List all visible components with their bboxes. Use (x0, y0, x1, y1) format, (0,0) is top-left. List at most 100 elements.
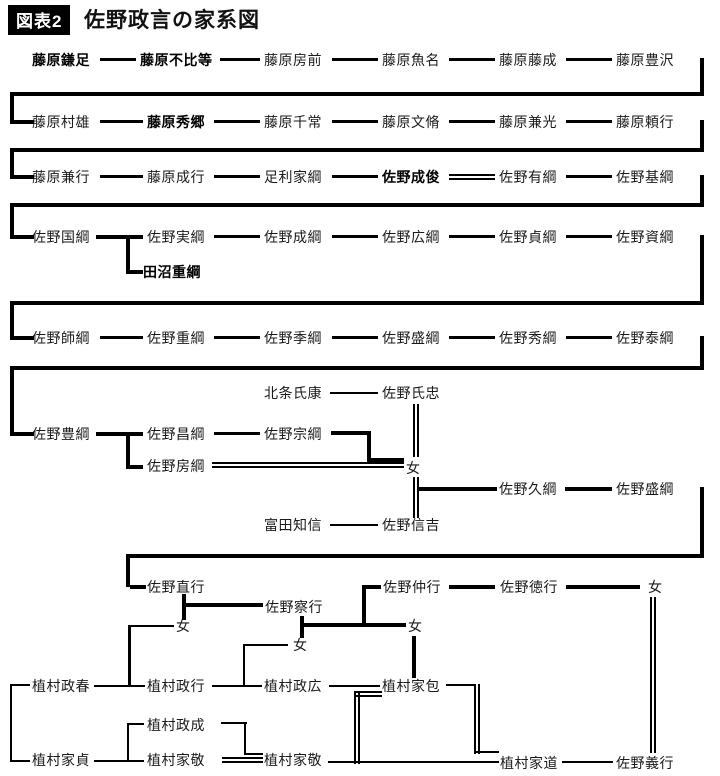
connector-line (332, 235, 378, 238)
connector-line (10, 432, 34, 436)
connector-line (126, 554, 130, 587)
connector-line (96, 235, 143, 239)
person-node: 植村家貞 (32, 752, 90, 768)
connector-line (449, 235, 495, 238)
connector-line (10, 235, 34, 239)
connector-line (10, 175, 34, 179)
person-node: 植村政行 (147, 678, 205, 694)
person-node: 佐野昌綱 (147, 426, 205, 442)
connector-line (356, 691, 382, 697)
connector-line (474, 751, 499, 753)
person-node: 佐野季綱 (264, 330, 322, 346)
connector-line (332, 58, 378, 61)
person-node: 佐野豊綱 (32, 426, 90, 442)
connector-line (244, 753, 263, 755)
connector-line (214, 120, 260, 123)
person-node: 佐野泰綱 (616, 330, 674, 346)
connector-line (362, 585, 381, 589)
connector-line (566, 58, 612, 61)
connector-line (330, 524, 378, 526)
connector-line (182, 594, 186, 620)
connector-line (128, 625, 131, 687)
connector-line (562, 761, 613, 763)
connector-line (300, 616, 304, 638)
connector-line (243, 644, 245, 687)
connector-line (300, 623, 406, 627)
person-node: 佐野重綱 (147, 330, 205, 346)
connector-line (332, 336, 378, 339)
person-node: 佐野実綱 (147, 229, 205, 245)
person-node: 藤原不比等 (140, 52, 213, 68)
connector-line (130, 585, 146, 589)
person-node: 植村家道 (500, 755, 558, 771)
connector-line (367, 431, 371, 462)
person-node: 佐野仲行 (383, 579, 441, 595)
person-node: 藤原兼行 (32, 169, 90, 185)
connector-line (10, 148, 14, 178)
connector-line (566, 585, 640, 589)
connector-line (650, 597, 656, 753)
connector-line (446, 684, 476, 686)
connector-line (126, 465, 143, 469)
connector-line (126, 554, 704, 558)
connector-line (100, 175, 143, 178)
connector-line (12, 684, 30, 686)
connector-line (100, 336, 143, 339)
connector-line (127, 723, 129, 762)
person-node: 佐野基綱 (616, 169, 674, 185)
connector-line (10, 92, 14, 123)
person-node: 佐野成俊 (382, 169, 440, 185)
connector-line (220, 58, 260, 61)
person-node: 藤原兼光 (499, 114, 557, 130)
person-node: 佐野信吉 (382, 517, 440, 533)
person-node: 植村政広 (264, 678, 322, 694)
person-node: 藤原村雄 (32, 114, 90, 130)
person-node: 藤原豊沢 (616, 52, 674, 68)
connector-line (100, 58, 136, 61)
connector-line (94, 760, 127, 762)
connector-line (96, 432, 143, 436)
connector-line (212, 685, 262, 687)
person-node: 植村家包 (382, 678, 440, 694)
connector-line (449, 585, 495, 589)
connector-line (354, 691, 360, 764)
person-node: 女 (406, 460, 421, 476)
connector-line (700, 120, 704, 152)
person-node: 佐野房綱 (147, 458, 205, 474)
connector-line (10, 148, 704, 152)
connector-line (130, 625, 174, 627)
connector-line (331, 431, 371, 435)
person-node: 女 (408, 618, 423, 634)
person-node: 植村家敬 (147, 752, 205, 768)
connector-line (10, 92, 704, 96)
person-node: 佐野義行 (616, 755, 674, 771)
connector-line (214, 432, 260, 435)
connector-line (212, 462, 404, 468)
connector-line (10, 203, 14, 238)
connector-line (700, 487, 704, 558)
connector-line (129, 760, 144, 762)
person-node: 佐野貞綱 (499, 229, 557, 245)
person-node: 佐野広綱 (382, 229, 440, 245)
person-node: 藤原藤成 (499, 52, 557, 68)
connector-line (413, 477, 419, 518)
connector-line (417, 487, 497, 491)
connector-line (10, 301, 14, 339)
person-node: 佐野盛綱 (382, 330, 440, 346)
person-node: 足利家綱 (264, 169, 322, 185)
person-node: 佐野直行 (147, 579, 205, 595)
connector-line (126, 270, 143, 274)
person-node: 植村政春 (32, 678, 90, 694)
connector-line (566, 235, 612, 238)
person-node: 藤原魚名 (382, 52, 440, 68)
connector-line (243, 644, 288, 646)
connector-line (565, 487, 612, 491)
person-node: 佐野盛綱 (616, 481, 674, 497)
connector-line (449, 58, 495, 61)
connector-line (221, 722, 247, 724)
person-node: 佐野資綱 (616, 229, 674, 245)
person-node: 佐野氏忠 (382, 385, 440, 401)
person-node: 藤原成行 (147, 169, 205, 185)
